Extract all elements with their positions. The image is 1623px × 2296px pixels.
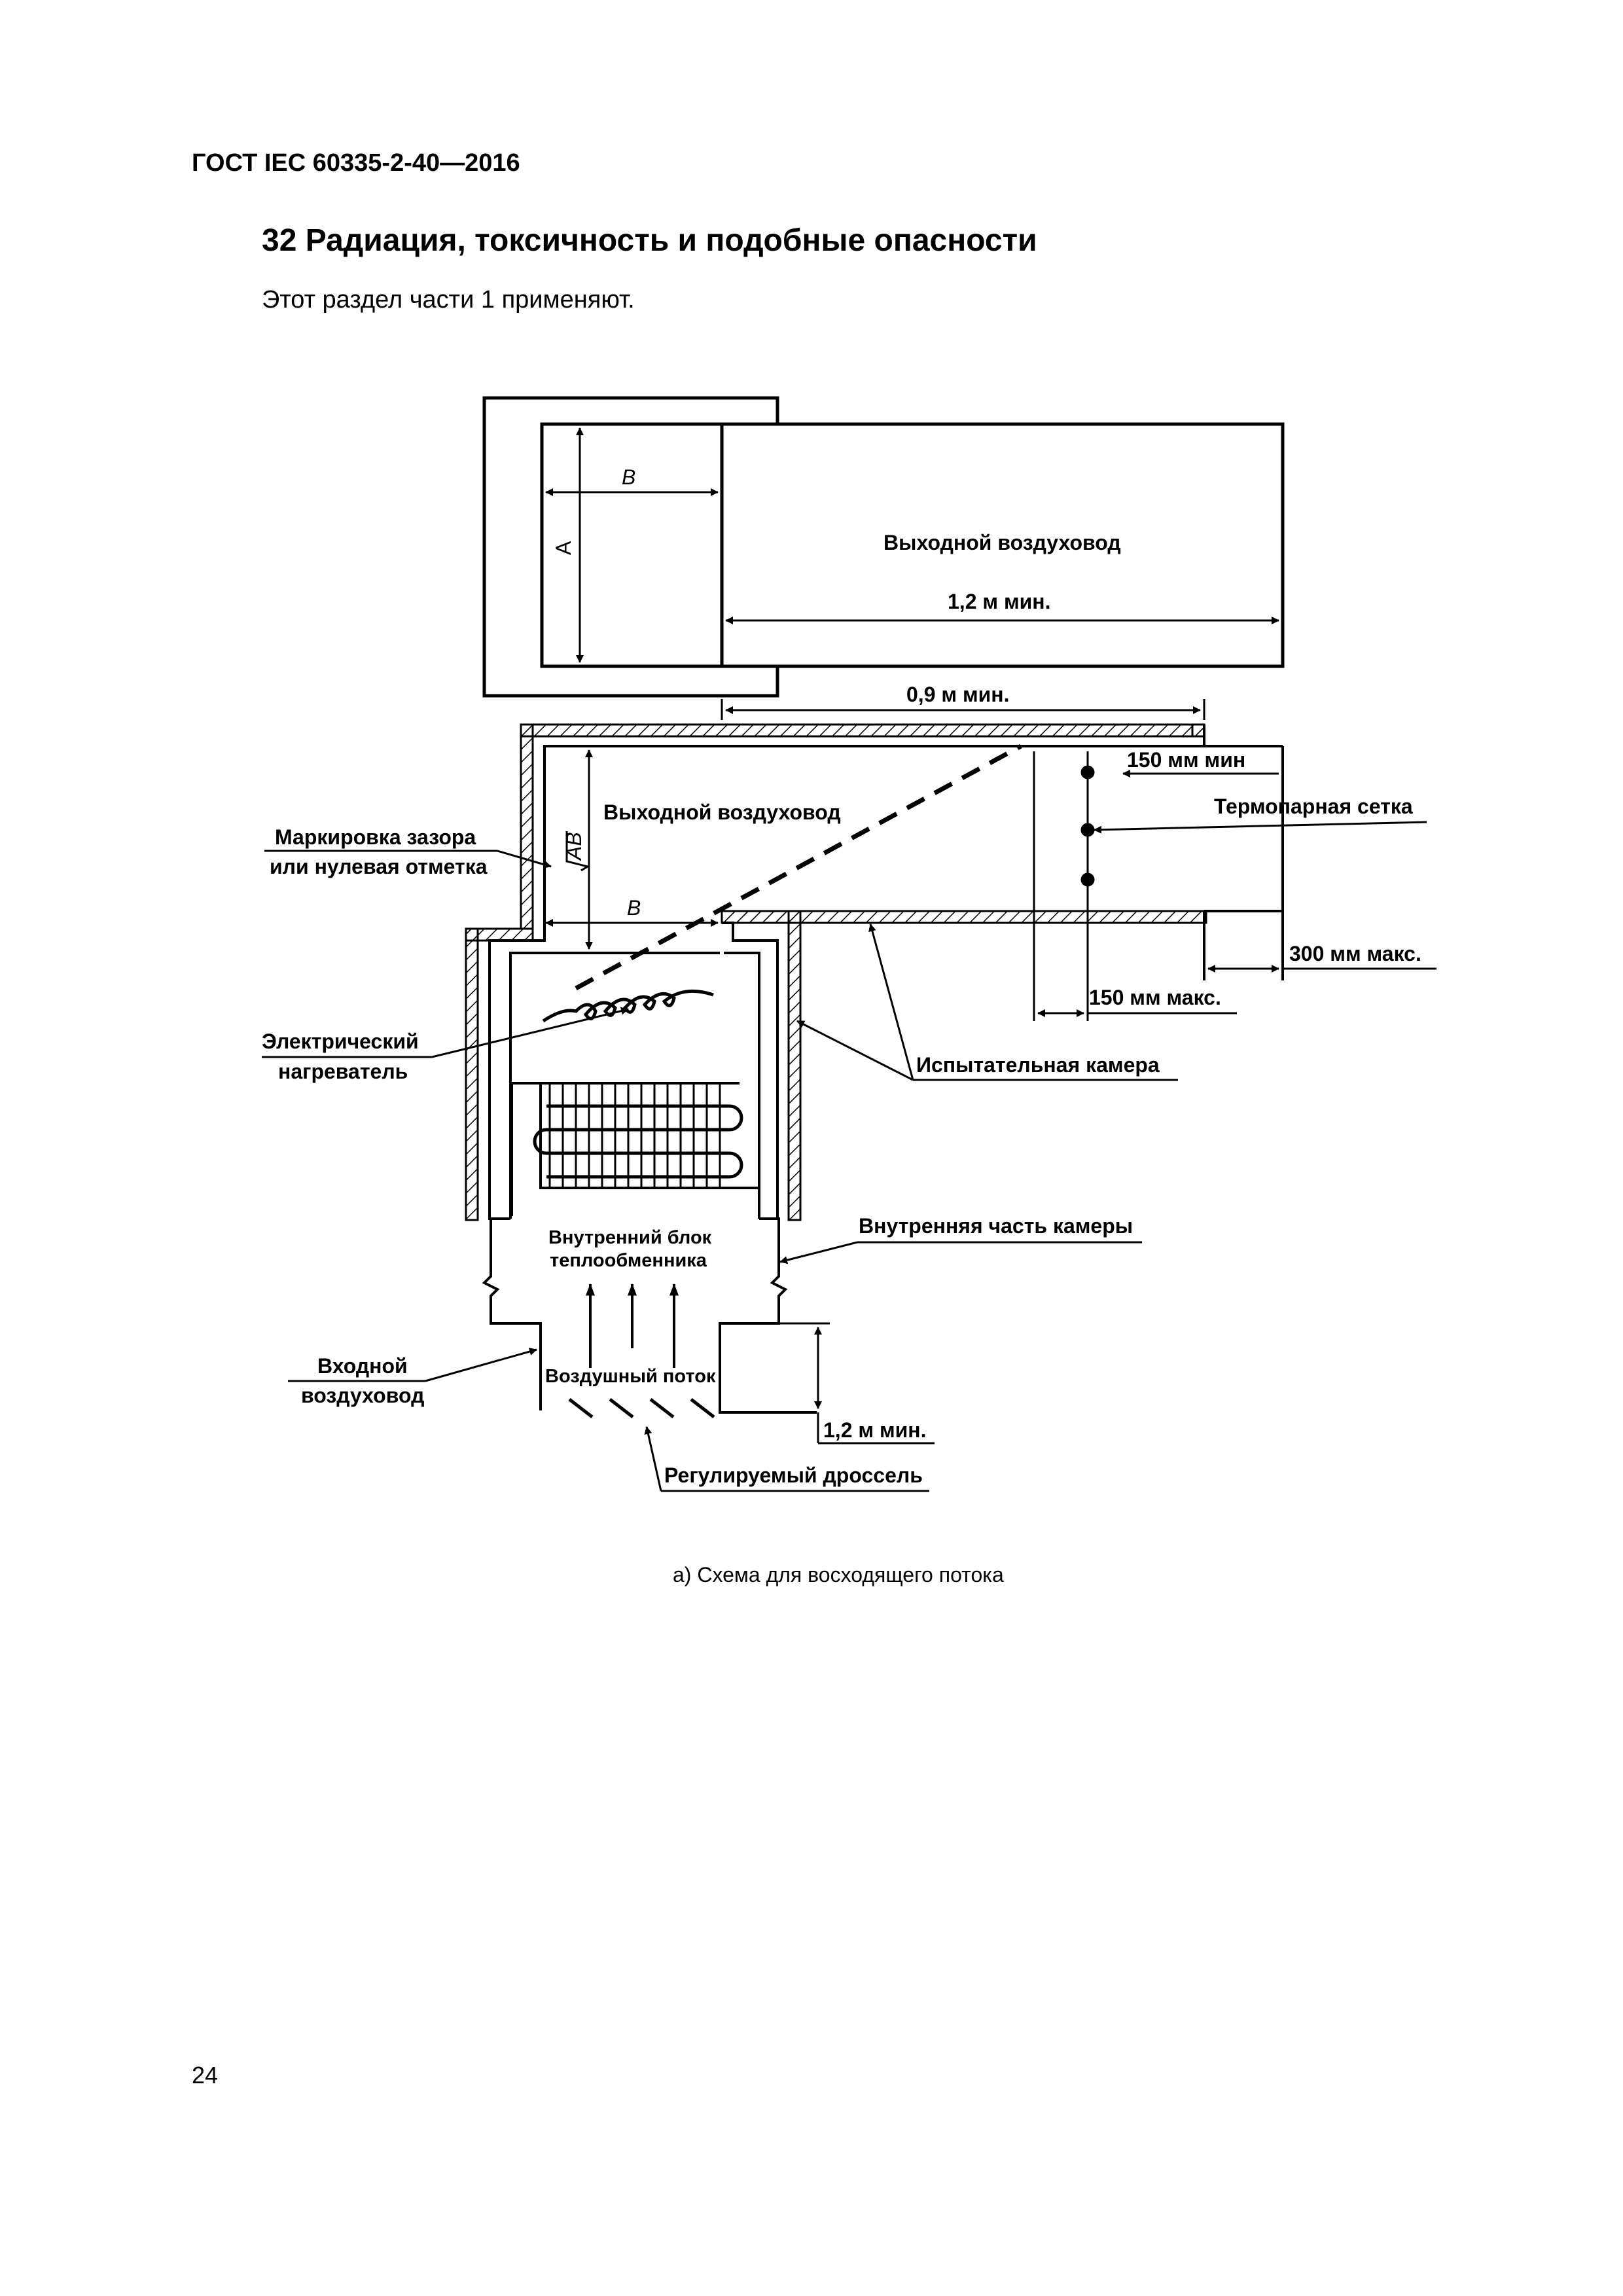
indoor-unit-label-2: теплообменника <box>550 1250 707 1271</box>
gap-marking-label-2: или нулевая отметка <box>270 855 488 878</box>
heater-label-2: нагреватель <box>278 1060 408 1083</box>
chamber-inner-outline <box>482 952 817 1414</box>
dim-1-2-top-label: 1,2 м мин. <box>948 590 1051 613</box>
sqrt-ab-label: AB <box>562 831 590 872</box>
thermocouple-grid-label: Термопарная сетка <box>1214 795 1413 818</box>
dimension-lines-top <box>545 427 1279 663</box>
outlet-duct-top-view <box>540 422 1285 668</box>
test-chamber-walls <box>465 723 1207 1221</box>
dim-150-max-label: 150 мм макс. <box>1089 986 1221 1009</box>
damper-label: Регулируемый дроссель <box>664 1463 923 1487</box>
heater-label-1: Электрический <box>262 1030 419 1053</box>
dim-b-top-label: B <box>622 465 635 489</box>
page-number: 24 <box>192 2062 219 2089</box>
outlet-duct-top-label: Выходной воздуховод <box>883 531 1121 554</box>
indoor-unit-label-1: Внутренний блок <box>548 1227 712 1248</box>
airflow-arrows <box>586 1283 679 1368</box>
document-header: ГОСТ IEC 60335-2-40—2016 <box>192 149 520 177</box>
dim-150-min-label: 150 мм мин <box>1127 748 1245 772</box>
sight-line <box>575 744 1022 991</box>
heat-exchanger <box>510 1082 760 1216</box>
heater-coil-icon <box>542 989 714 1023</box>
test-setup-diagram: B A Выходной воздуховод 1,2 м мин. 0,9 м… <box>262 396 1436 1492</box>
damper-blades <box>568 1398 715 1418</box>
section-title: 32 Радиация, токсичность и подобные опас… <box>262 223 1037 258</box>
gap-marking-leader <box>264 850 552 869</box>
test-chamber-label: Испытательная камера <box>916 1053 1160 1077</box>
damper-leader <box>644 1426 929 1492</box>
inlet-duct-label-1: Входной <box>317 1354 408 1378</box>
dim-1-2-bottom-label: 1,2 м мин. <box>823 1418 927 1442</box>
inlet-duct-label-2: воздуховод <box>301 1384 424 1407</box>
dim-0-9-line <box>721 699 1205 720</box>
dim-0-9-label: 0,9 м мин. <box>906 683 1010 706</box>
dim-300-max-label: 300 мм макс. <box>1289 942 1421 965</box>
chamber-inner-leader <box>779 1241 1142 1265</box>
heater-leader <box>262 1007 629 1058</box>
chamber-inner-label: Внутренняя часть камеры <box>859 1214 1133 1238</box>
dim-1-2-bottom-line <box>726 1322 935 1444</box>
test-chamber-leader <box>796 924 1178 1081</box>
airflow-label: Воздушный поток <box>545 1366 716 1387</box>
section-text: Этот раздел части 1 применяют. <box>262 286 635 314</box>
inlet-duct-leader <box>288 1348 537 1382</box>
svg-text:AB: AB <box>562 832 586 861</box>
dim-b-mid-label: B <box>627 896 641 920</box>
outlet-duct-mid-label: Выходной воздуховод <box>603 800 841 824</box>
figure-caption: а) Схема для восходящего потока <box>673 1563 1004 1587</box>
gap-marking-label-1: Маркировка зазора <box>275 825 476 849</box>
dim-a-label: A <box>552 541 575 555</box>
top-view <box>482 396 1285 698</box>
thermocouple-grid <box>1033 751 1436 1021</box>
